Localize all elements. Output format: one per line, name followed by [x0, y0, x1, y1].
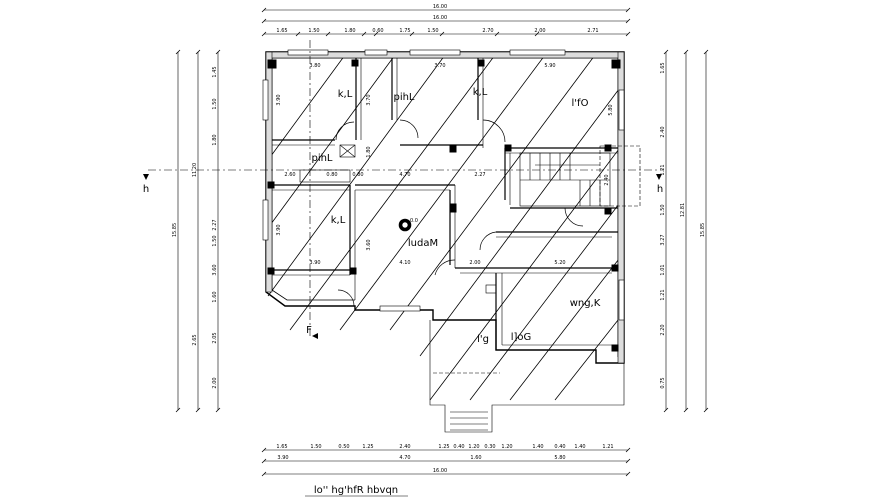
dim-right-inner-2: 2.40 — [660, 126, 666, 137]
dim-bottom-1: 1.65 — [276, 444, 287, 450]
dim-top-9: 2.71 — [587, 28, 598, 34]
dim-right-inner-3: 1.21 — [660, 164, 666, 175]
room-label-k-top-right: k,L — [473, 87, 488, 98]
room-dim-14: 3.90 — [309, 260, 320, 266]
dim-left-outer: 15.85 — [172, 223, 178, 237]
dim-bottom2-3: 1.60 — [470, 455, 481, 461]
level-mark-center: 0.0 — [410, 218, 418, 224]
room-dim-6: 5.80 — [608, 104, 614, 115]
dim-left-mid-2: 2.65 — [192, 334, 198, 345]
walls — [265, 51, 625, 364]
dim-bottom2-4: 5.80 — [554, 455, 565, 461]
room-dim-4: 3.90 — [276, 94, 282, 105]
hatch-lines — [267, 54, 623, 401]
room-dim-15: 2.60 — [284, 172, 295, 178]
dim-left-inner-8: 2.05 — [212, 332, 218, 343]
room-dim-13: 3.60 — [366, 239, 372, 250]
dim-bottom-2: 1.50 — [310, 444, 321, 450]
dim-top-8: 2.00 — [534, 28, 545, 34]
room-dim-1: 3.80 — [309, 63, 320, 69]
room-dim-2: 3.70 — [434, 63, 445, 69]
drawing-title: lo'' hg'hfR hbvqn — [314, 485, 398, 496]
dim-bottom-5: 2.40 — [399, 444, 410, 450]
dim-left-inner-3: 1.80 — [212, 134, 218, 145]
dim-bottom-6: 1.25 — [438, 444, 449, 450]
dim-left-inner-5: 1.50 — [212, 235, 218, 246]
dim-left-mid-1: 11.20 — [192, 163, 198, 177]
section-mark-h-left: h — [143, 184, 149, 195]
dim-right-inner-9: 0.75 — [660, 377, 666, 388]
dim-bottom-10: 1.20 — [501, 444, 512, 450]
room-dim-7: 4.70 — [399, 172, 410, 178]
dim-top-3: 1.80 — [344, 28, 355, 34]
dim-bottom-11: 1.40 — [532, 444, 543, 450]
room-dim-10: 4.10 — [399, 260, 410, 266]
dim-left-inner-7: 1.60 — [212, 291, 218, 302]
dim-bottom-7: 0.40 — [453, 444, 464, 450]
dim-top-6: 1.50 — [427, 28, 438, 34]
dim-right-inner-8: 2.20 — [660, 324, 666, 335]
room-label-wng-k: wng,K — [570, 298, 601, 309]
dim-bottom-3: 0.50 — [338, 444, 349, 450]
room-label-pihl-small: pihL — [311, 153, 332, 164]
dim-bottom-9: 0.30 — [484, 444, 495, 450]
dim-bottom-13: 1.40 — [574, 444, 585, 450]
dim-right-inner-5: 3.27 — [660, 234, 666, 245]
dimension-lines — [177, 9, 707, 475]
dim-right-inner-7: 1.21 — [660, 289, 666, 300]
section-arrows — [143, 174, 662, 339]
dim-top-7: 2.70 — [482, 28, 493, 34]
room-dim-8: 2.27 — [474, 172, 485, 178]
fixtures — [299, 144, 497, 294]
dim-right-inner-4: 1.50 — [660, 204, 666, 215]
room-dim-12: 5.20 — [554, 260, 565, 266]
dim-right-inner-1: 1.65 — [660, 62, 666, 73]
dim-left-inner-1: 1.45 — [212, 66, 218, 77]
dim-top-4: 0.60 — [372, 28, 383, 34]
room-label-l-og: l]oG — [511, 332, 532, 343]
dim-top-5: 1.75 — [399, 28, 410, 34]
dim-bottom-8: 1.20 — [468, 444, 479, 450]
room-dim-19: 2.40 — [604, 174, 610, 185]
room-dim-17: 0.80 — [352, 172, 363, 178]
dim-right-mid-1: 12.81 — [680, 203, 686, 217]
room-dim-5: 3.70 — [366, 94, 372, 105]
dim-right-outer: 15.85 — [700, 223, 706, 237]
section-mark-h-right: h — [657, 184, 663, 195]
room-label-lfo: l'fO — [572, 98, 589, 109]
room-dim-11: 2.00 — [469, 260, 480, 266]
dim-left-inner-4: 2.27 — [212, 219, 218, 230]
room-dim-16: 0.80 — [326, 172, 337, 178]
room-label-lg: l'g — [477, 334, 489, 345]
dim-bottom-total: 16.00 — [433, 468, 447, 474]
front-steps — [429, 320, 625, 433]
dim-top-total-1: 16.00 — [433, 4, 447, 10]
dim-left-inner-9: 2.00 — [212, 377, 218, 388]
dim-left-inner-6: 3.60 — [212, 264, 218, 275]
room-label-pihl-top: pihL — [393, 92, 414, 103]
doors — [335, 119, 584, 307]
dim-bottom2-1: 3.90 — [277, 455, 288, 461]
room-dim-9: 3.90 — [276, 224, 282, 235]
dim-left-inner-2: 1.50 — [212, 98, 218, 109]
dim-bottom-14: 1.21 — [602, 444, 613, 450]
dim-bottom-4: 1.25 — [362, 444, 373, 450]
dim-bottom2-2: 4.70 — [399, 455, 410, 461]
windows — [262, 49, 625, 321]
staircase — [519, 145, 641, 207]
room-dim-18: 1.80 — [366, 146, 372, 157]
section-mark-f: F — [306, 325, 312, 336]
section-lines — [148, 40, 664, 338]
dim-top-2: 1.50 — [308, 28, 319, 34]
room-label-ludam: ludaM — [408, 238, 438, 249]
dimension-ticks — [175, 7, 709, 477]
room-dim-3: 5.90 — [544, 63, 555, 69]
dim-bottom-12: 0.40 — [554, 444, 565, 450]
dim-top-total-2: 16.00 — [433, 15, 447, 21]
room-label-k-l-top: k,L — [338, 89, 353, 100]
dim-right-inner-6: 1.01 — [660, 264, 666, 275]
room-label-k-l-mid: k,L — [331, 215, 346, 226]
dim-top-1: 1.65 — [276, 28, 287, 34]
